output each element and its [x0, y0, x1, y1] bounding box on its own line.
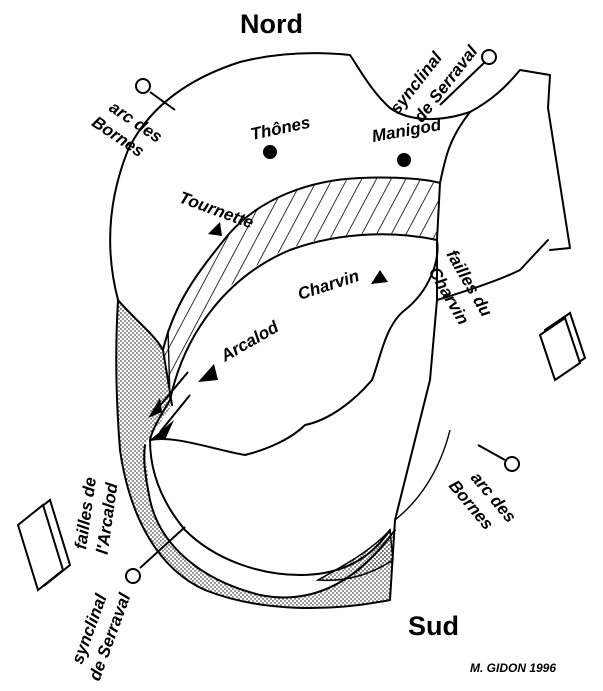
book-icon — [538, 311, 587, 382]
pin-arc-left — [135, 78, 176, 111]
charvin-summit-icon — [371, 270, 388, 284]
fault-arrow-up — [148, 398, 162, 418]
arc-des-bornes-left-label: arc des Bornes — [88, 98, 165, 161]
arcalod-label: Arcalod — [217, 317, 283, 366]
thones-town-marker — [263, 145, 277, 159]
south-label: Sud — [408, 611, 459, 641]
arcalod-summit-icon — [198, 364, 218, 382]
diagram-outlines — [109, 52, 571, 610]
pin-synclinal-bottom — [125, 526, 186, 584]
fault-arrows — [148, 371, 191, 440]
manigod-label: Manigod — [370, 115, 443, 146]
manigod-town-marker — [397, 153, 411, 167]
charvin-label: Charvin — [295, 266, 361, 304]
north-label: Nord — [240, 9, 303, 39]
stippled-synclinal-limb — [116, 300, 395, 609]
failles-du-charvin-label: failles du Charvin — [425, 247, 496, 329]
book-icon — [16, 498, 72, 592]
synclinal-bottom-label: synclinal de Serraval — [68, 589, 135, 683]
hatched-band — [163, 177, 440, 400]
pin-arc-right — [477, 444, 520, 472]
failles-de-l-arcalod-label: failles de l'Arcalod — [71, 476, 121, 556]
thones-label: Thônes — [249, 113, 312, 144]
author-credit: M. GIDON 1996 — [470, 661, 556, 675]
pin-synclinal-top — [439, 49, 497, 106]
arc-des-bornes-right-label: arc des Bornes — [445, 468, 520, 533]
tournette-summit-icon — [208, 222, 222, 236]
